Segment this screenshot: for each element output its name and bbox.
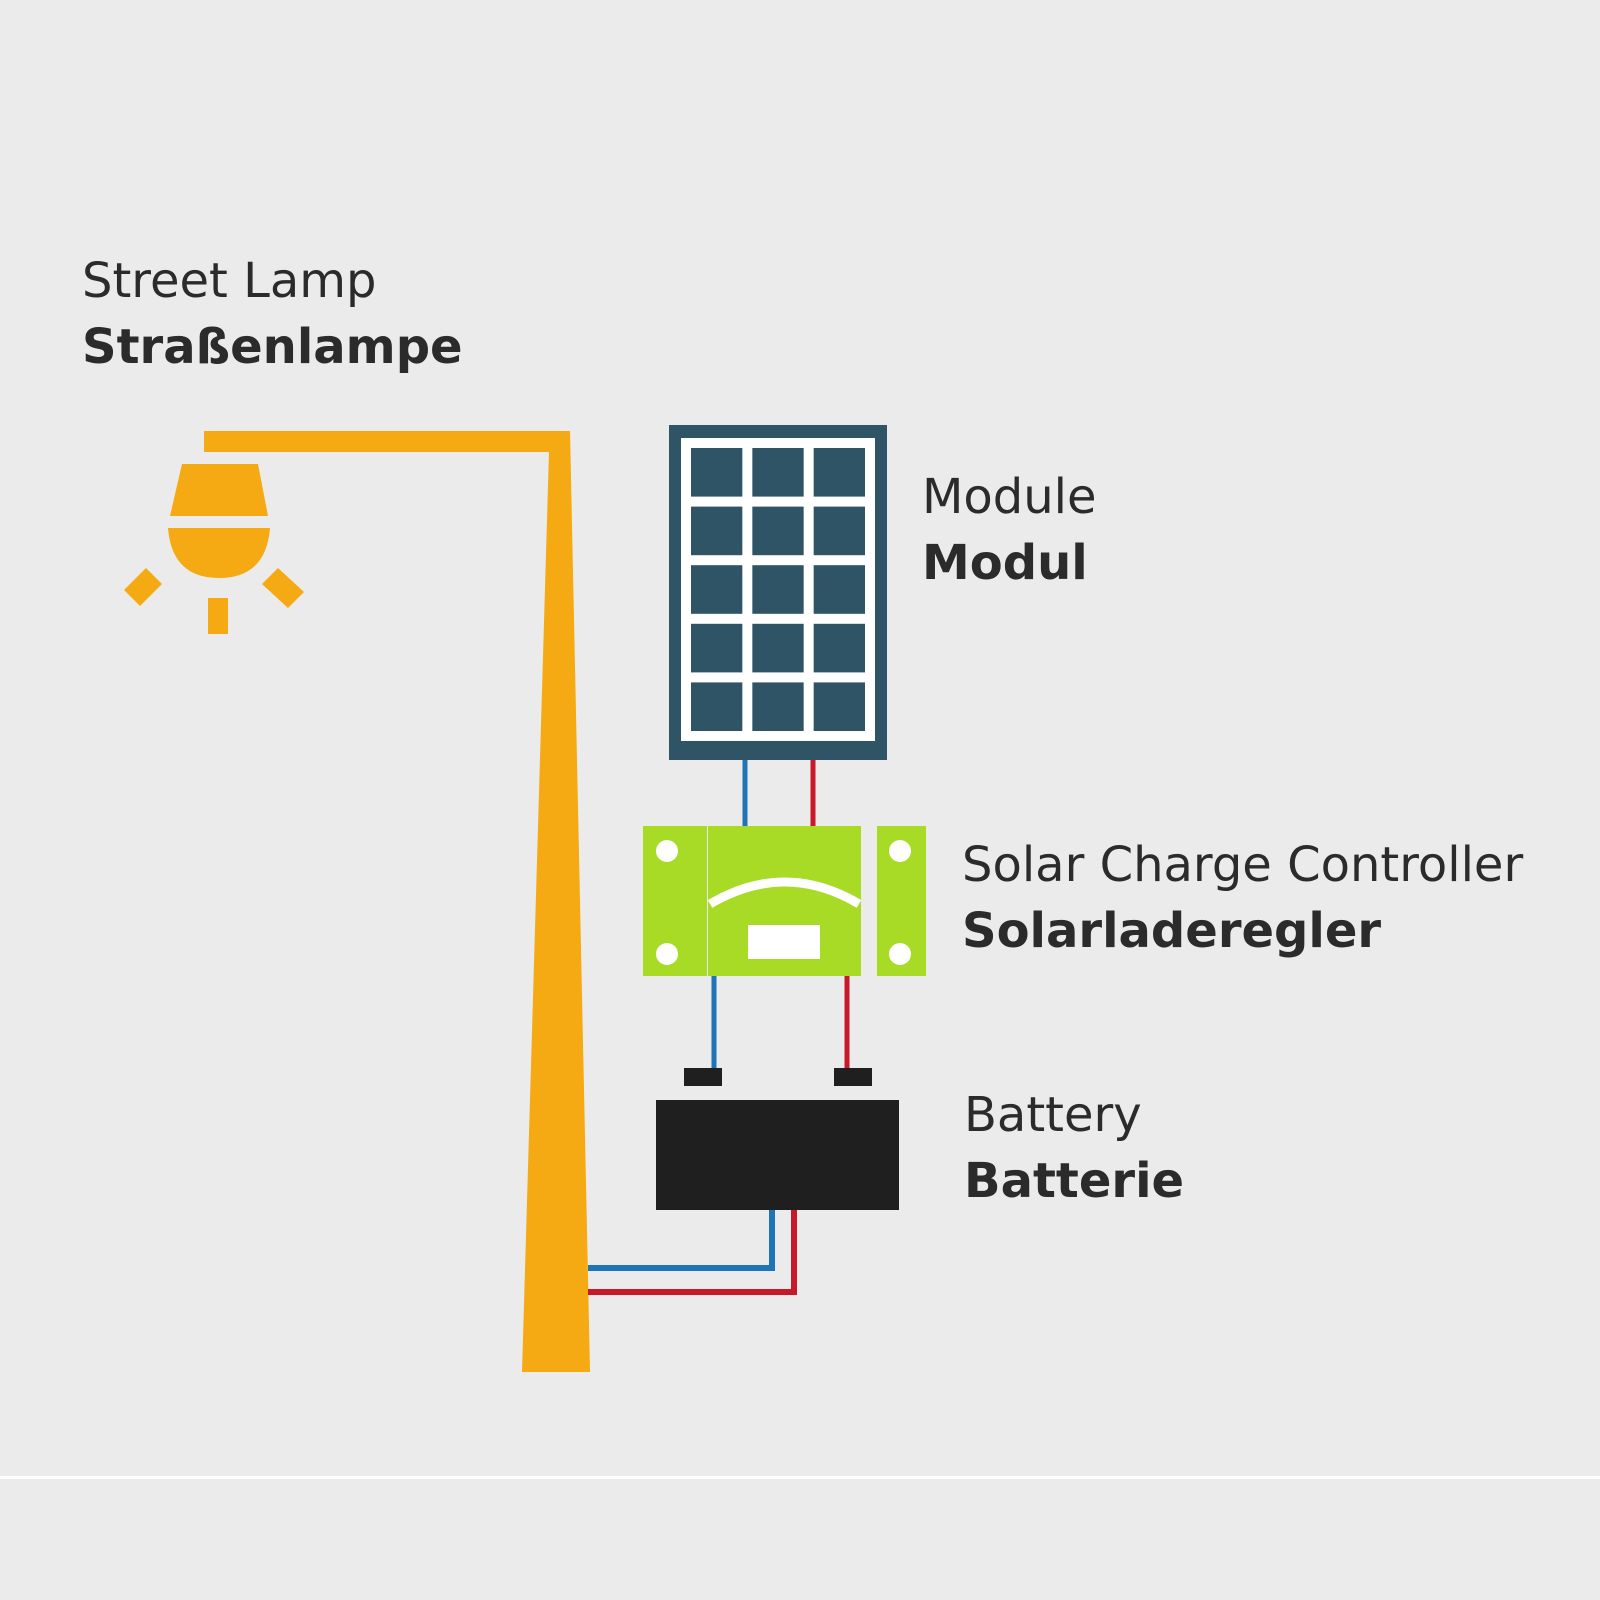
label-battery-de: Batterie <box>964 1153 1185 1209</box>
bottom-divider <box>0 1476 1600 1479</box>
battery-body <box>656 1100 899 1210</box>
module-cell <box>813 565 865 614</box>
lamp-bulb <box>168 528 270 578</box>
controller-arc <box>707 877 862 908</box>
label-module: Module Modul <box>922 464 1097 596</box>
label-street-lamp-en: Street Lamp <box>82 253 377 309</box>
label-controller-en: Solar Charge Controller <box>962 837 1524 893</box>
wire-negative-pole <box>588 1208 775 1271</box>
module-cell <box>691 623 743 673</box>
controller-screw-hole <box>889 840 911 862</box>
label-street-lamp-de: Straßenlampe <box>82 319 463 375</box>
lamp-ray-left <box>124 568 162 606</box>
module-cell <box>752 623 804 673</box>
controller-screw-hole <box>656 943 678 965</box>
module-cell <box>752 565 804 614</box>
module-cell <box>691 682 743 731</box>
lamp-ray-bottom <box>208 598 228 634</box>
lamp-ray-right <box>262 568 304 608</box>
module-cell <box>752 448 804 497</box>
module-cell <box>813 448 865 497</box>
battery-icon <box>656 1068 899 1210</box>
label-module-en: Module <box>922 469 1097 525</box>
wire-positive-pole <box>588 1208 797 1295</box>
label-battery: Battery Batterie <box>964 1082 1184 1214</box>
label-controller-de: Solarladeregler <box>962 903 1382 959</box>
module-cell <box>813 506 865 556</box>
module-cell <box>691 565 743 614</box>
charge-controller-icon <box>643 826 926 976</box>
solar-panel-icon <box>669 425 887 760</box>
module-cell <box>813 682 865 731</box>
label-battery-en: Battery <box>964 1087 1142 1143</box>
controller-screw-hole <box>889 943 911 965</box>
module-cell <box>691 448 743 497</box>
battery-terminal-negative <box>684 1068 722 1086</box>
module-cell <box>691 506 743 556</box>
label-street-lamp: Street Lamp Straßenlampe <box>82 248 463 380</box>
module-cell <box>752 682 804 731</box>
lamp-shade <box>170 464 268 516</box>
controller-display <box>748 925 820 959</box>
lamp-pole <box>204 431 590 1372</box>
module-cells <box>691 448 865 731</box>
controller-screw-hole <box>656 840 678 862</box>
battery-terminal-positive <box>834 1068 872 1086</box>
label-module-de: Modul <box>922 535 1088 591</box>
street-lamp-icon <box>124 431 590 1372</box>
module-cell <box>752 506 804 556</box>
label-controller: Solar Charge Controller Solarladeregler <box>962 832 1523 964</box>
module-cell <box>813 623 865 673</box>
